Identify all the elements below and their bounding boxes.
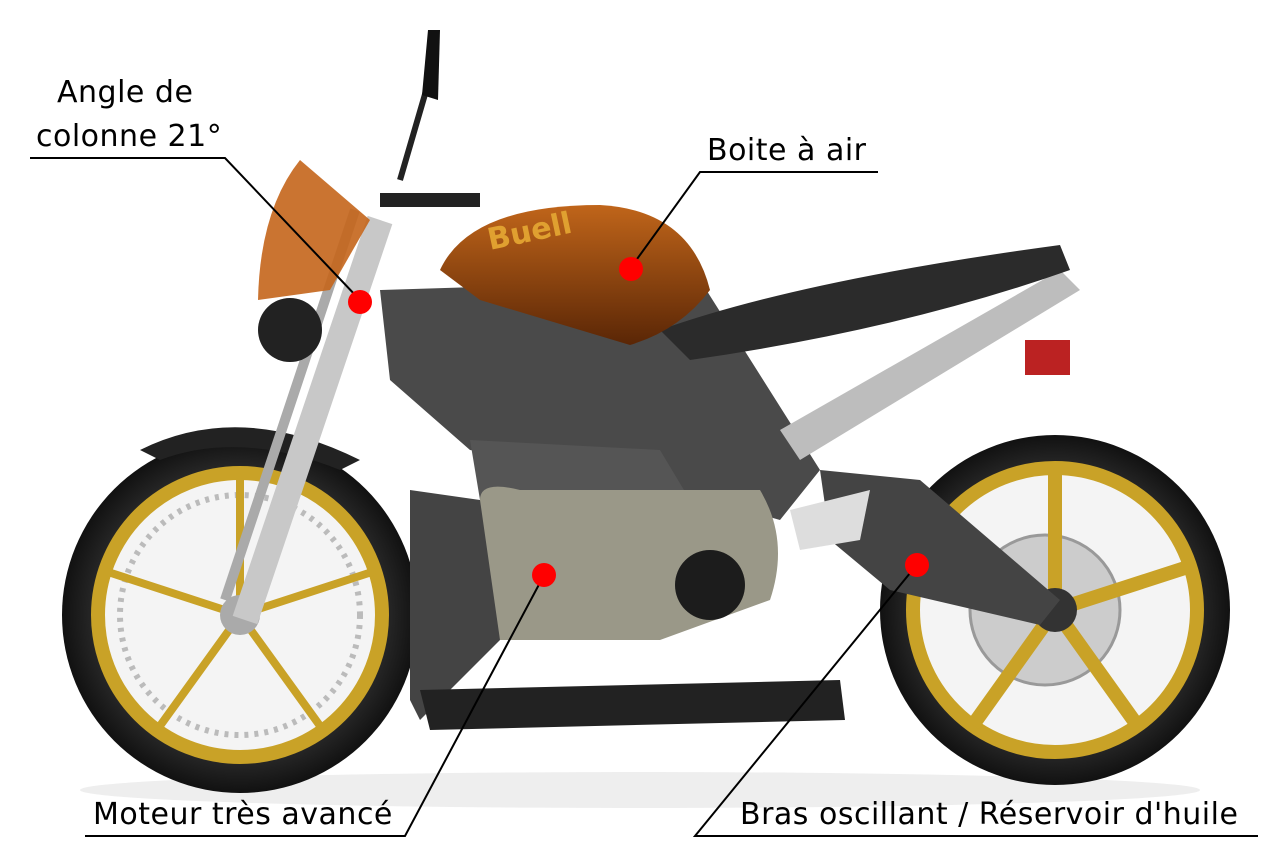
front-fender bbox=[140, 427, 360, 470]
rear-wheel bbox=[880, 435, 1230, 785]
swingarm bbox=[820, 470, 1060, 625]
exhaust bbox=[420, 680, 845, 730]
label-swingarm: Bras oscillant / Réservoir d'huile bbox=[740, 797, 1239, 832]
fuel-tank bbox=[440, 205, 710, 345]
leader-line-engine bbox=[85, 576, 544, 837]
mirror bbox=[422, 30, 440, 100]
marker-airbox bbox=[619, 257, 643, 281]
leader-line-steering bbox=[30, 157, 359, 299]
label-steering-angle-line1: Angle de bbox=[57, 75, 194, 110]
rear-subframe bbox=[780, 270, 1080, 460]
fly-screen bbox=[258, 160, 370, 300]
label-engine: Moteur très avancé bbox=[93, 797, 393, 832]
label-airbox: Boite à air bbox=[707, 133, 867, 168]
leader-line-airbox bbox=[631, 171, 878, 267]
marker-engine bbox=[532, 563, 556, 587]
rear-reflector bbox=[1025, 340, 1070, 375]
engine bbox=[410, 440, 778, 720]
seat bbox=[660, 245, 1070, 360]
label-steering-angle-line2: colonne 21° bbox=[36, 119, 223, 154]
marker-swingarm bbox=[905, 553, 929, 577]
leader-line-swingarm bbox=[692, 566, 1258, 837]
marker-steering-angle bbox=[348, 290, 372, 314]
footpeg-plate bbox=[790, 490, 870, 550]
annotation-lines bbox=[30, 157, 1258, 837]
ground-shadow bbox=[80, 772, 1200, 808]
headlight bbox=[258, 298, 322, 362]
